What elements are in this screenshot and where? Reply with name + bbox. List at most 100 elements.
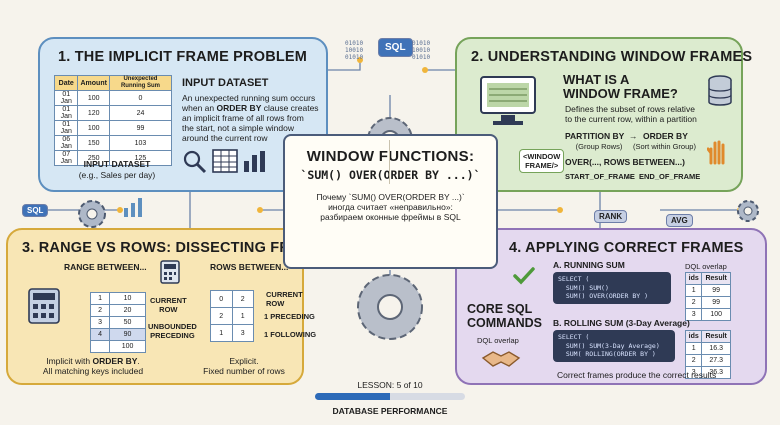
cell: 10	[109, 292, 146, 305]
monitor-icon	[480, 76, 536, 125]
cell: 01 Jan	[53, 105, 79, 121]
keyword: ORDER BY	[92, 356, 138, 366]
rolling-sum-label: B. ROLLING SUM (3-Day Average)	[553, 318, 690, 328]
cell: 90	[109, 328, 146, 341]
center-description: Почему `SUM() OVER(ORDER BY ...)` иногда…	[285, 192, 496, 222]
range-label: RANGE BETWEEN...	[64, 262, 147, 272]
footer-title: DATABASE PERFORMANCE	[332, 406, 448, 416]
cell: 01 Jan	[53, 120, 79, 136]
bar-chart-icon	[124, 198, 142, 217]
text-line: Defines the subset of rows relative	[565, 104, 695, 114]
cell: 1	[684, 284, 703, 297]
text-line: to the current row, within a partition	[565, 114, 697, 124]
text-span: clause creates	[261, 103, 319, 113]
cell: 01 Jan	[53, 90, 79, 106]
arrow-icon: →	[629, 131, 638, 141]
heading: WHAT IS A	[563, 72, 630, 87]
center-subtitle: `SUM() OVER(ORDER BY ...)`	[300, 168, 481, 182]
cell: 2	[89, 304, 111, 317]
cell: 250	[77, 150, 110, 166]
cell: 100	[77, 90, 110, 106]
cell: 1	[231, 307, 254, 325]
cell: 4	[89, 328, 111, 341]
panel-title: 4. APPLYING CORRECT FRAMES	[509, 240, 744, 256]
text-line: Почему `SUM() OVER(ORDER BY ...)`	[316, 192, 465, 202]
cell: 99	[701, 296, 731, 309]
cell	[89, 340, 111, 353]
rows-label: ROWS BETWEEN...	[210, 262, 289, 272]
column-header: Result	[701, 272, 731, 285]
cell: 99	[701, 284, 731, 297]
cell: 99	[108, 120, 173, 136]
panel-range-vs-rows: 3. RANGE VS ROWS: DISSECTING FRAMES RANG…	[6, 228, 333, 385]
cell: 1	[89, 292, 111, 305]
cell: 3	[684, 308, 703, 321]
gear-icon	[357, 274, 423, 340]
hand-icon	[707, 140, 725, 165]
over-clause: OVER(..., ROWS BETWEEN...)	[565, 157, 685, 167]
text-line: An unexpected running sum occurs	[182, 93, 316, 103]
cell: 2	[231, 290, 254, 308]
cell: 06 Jan	[53, 135, 79, 151]
explanation-text: An unexpected running sum occurs when an…	[182, 93, 319, 143]
cell: 27.3	[701, 354, 731, 367]
end-of-frame: END_OF_FRAME	[639, 172, 701, 181]
running-sum-label: A. RUNNING SUM	[553, 260, 625, 270]
panel-implicit-frame: 1. THE IMPLICIT FRAME PROBLEM Date Amoun…	[38, 37, 328, 192]
sql-tag-left: SQL	[22, 204, 49, 217]
text-line: the start, not a simple window	[182, 123, 294, 133]
avg-tag: AVG	[666, 214, 693, 227]
arrow-icon: ↔	[625, 171, 634, 181]
core-sql-heading: CORE SQL	[467, 302, 533, 316]
database-icon	[708, 75, 732, 106]
sql-tag: SQL	[378, 38, 413, 57]
cell: 125	[108, 150, 173, 166]
table-row: 100	[89, 340, 146, 353]
cell: 20	[109, 304, 146, 317]
text-line: Explicit.	[229, 356, 259, 366]
progress-fill	[315, 393, 390, 400]
column-header: Unexpected Running Sum	[108, 75, 173, 91]
panel-title: 3. RANGE VS ROWS: DISSECTING FRAMES	[22, 240, 333, 256]
text-line: when an ORDER BY clause creates	[182, 103, 319, 113]
center-book: WINDOW FUNCTIONS: `SUM() OVER(ORDER BY .…	[283, 134, 498, 269]
rolling-sum-code: SELECT ( SUM() SUM(3-Day Average) SUM( R…	[553, 330, 675, 362]
table-icon	[212, 149, 238, 173]
panel-window-frames: 2. UNDERSTANDING WINDOW FRAMES WHAT IS A…	[455, 37, 752, 192]
cell: 24	[108, 105, 173, 121]
calculator-icon	[160, 260, 180, 284]
binary-text: 01010 10010 01010	[345, 40, 364, 61]
cell: 2	[684, 296, 703, 309]
cell: 0	[108, 90, 173, 106]
orderby-label: ORDER BY	[643, 131, 688, 141]
caption: INPUT DATASET	[83, 159, 151, 169]
bar-chart-icon	[244, 151, 265, 172]
gear-icon	[78, 200, 106, 228]
core-sql-heading: COMMANDS	[467, 316, 542, 330]
column-header: ids	[684, 272, 703, 285]
text-line: разбираем оконные фреймы в SQL	[320, 212, 461, 222]
cell: 16.3	[701, 342, 731, 355]
text-line: иногда считает «неправильно»:	[328, 202, 453, 212]
cell: 100	[77, 120, 110, 136]
preceding-label: 1 PRECEDING	[264, 312, 315, 321]
cell: 3	[684, 366, 703, 379]
magnifier-icon	[183, 150, 207, 174]
